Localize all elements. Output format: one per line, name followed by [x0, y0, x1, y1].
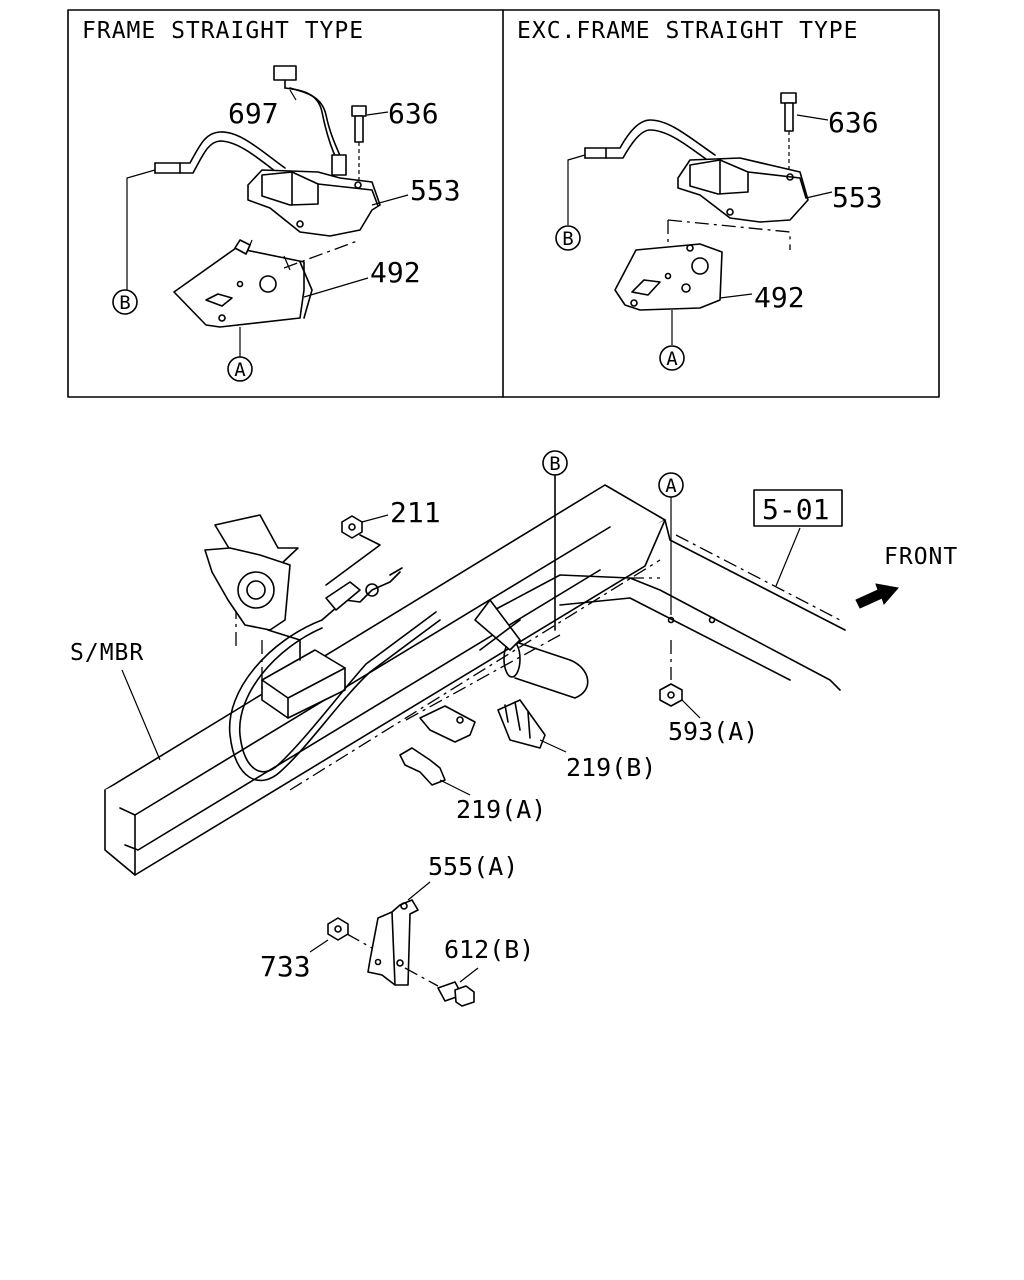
ref-b-right: B	[555, 225, 581, 251]
side-member-web	[104, 519, 666, 876]
label-593a: 593(A)	[668, 717, 758, 746]
svg-text:A: A	[234, 359, 246, 381]
frame-tube	[509, 639, 589, 699]
bolt-612b	[437, 981, 475, 1007]
label-492-left: 492	[370, 256, 421, 289]
ref-a-right: A	[659, 345, 685, 371]
ref-b-left: B	[112, 289, 138, 315]
nut-733	[327, 917, 349, 941]
svg-text:B: B	[562, 228, 573, 250]
nut-593a	[659, 683, 683, 707]
left-panel-title: FRAME STRAIGHT TYPE	[82, 18, 364, 44]
leader-smbr	[121, 669, 161, 761]
label-5-01: 5-01	[762, 493, 829, 526]
lower-bracket-group	[309, 881, 479, 1007]
label-219a: 219(A)	[456, 795, 546, 824]
bracket-219a	[399, 747, 446, 786]
ref-a-main: A	[658, 472, 684, 498]
connector-697	[273, 65, 297, 81]
frame-rail-assembly	[104, 474, 846, 876]
label-219b: 219(B)	[566, 753, 656, 782]
nut-211	[341, 515, 363, 539]
left-actuator-assembly	[126, 65, 409, 357]
ref-box-5-01	[753, 489, 843, 527]
ref-b-main: B	[542, 450, 568, 476]
leader-697	[289, 89, 297, 101]
right-actuator-assembly	[567, 92, 833, 345]
label-733: 733	[260, 950, 311, 983]
label-front: FRONT	[884, 544, 958, 570]
cross-member-top	[484, 574, 841, 691]
svg-text:A: A	[666, 348, 678, 370]
label-697: 697	[228, 97, 279, 130]
cable-b	[154, 131, 286, 169]
cable-clip-211	[325, 581, 361, 611]
rail-bracket	[261, 649, 346, 719]
bent-cable	[228, 619, 441, 782]
front-arrow-icon	[855, 583, 899, 609]
svg-text:B: B	[549, 453, 560, 475]
ref-line-b-left	[126, 169, 156, 290]
cable-b-right	[584, 119, 716, 156]
svg-text:A: A	[665, 475, 677, 497]
leader-553	[371, 194, 409, 206]
label-555a: 555(A)	[428, 852, 518, 881]
label-636-left: 636	[388, 97, 439, 130]
label-smbr: S/MBR	[70, 640, 144, 666]
label-553-left: 553	[410, 174, 461, 207]
label-636-right: 636	[828, 106, 879, 139]
bolt-636-right-head	[780, 92, 797, 104]
bracket-492	[173, 247, 305, 328]
label-612b: 612(B)	[444, 935, 534, 964]
label-492-right: 492	[754, 281, 805, 314]
ref-a-left: A	[227, 356, 253, 382]
leader-492	[303, 277, 369, 298]
right-panel-title: EXC.FRAME STRAIGHT TYPE	[517, 18, 859, 44]
bolt-636-shank	[354, 115, 364, 143]
leader-636	[366, 111, 389, 116]
plate-492-right	[614, 243, 723, 311]
svg-text:B: B	[119, 292, 130, 314]
label-553-right: 553	[832, 181, 883, 214]
bolt-636-head	[351, 105, 367, 117]
label-211: 211	[390, 496, 441, 529]
